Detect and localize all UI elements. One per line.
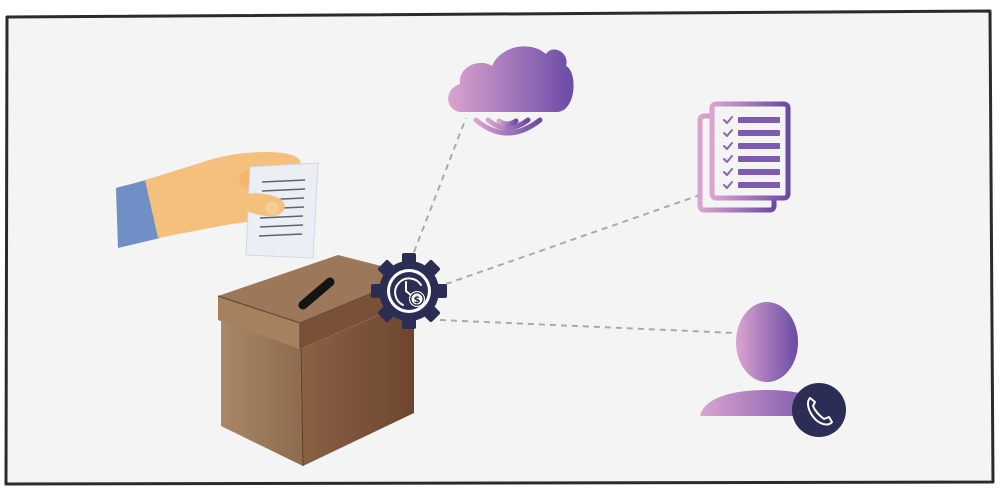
user-phone-icon	[700, 302, 846, 437]
connectors	[413, 117, 736, 334]
ballot-slot	[298, 277, 335, 310]
svg-text:$: $	[414, 295, 421, 306]
gear-clock-dollar-icon: $	[371, 253, 447, 329]
checklist-document-icon	[697, 101, 791, 213]
connector-cloud	[413, 117, 467, 253]
cloud-wifi-icon	[448, 46, 574, 136]
connector-documents	[445, 194, 701, 285]
hand-ballot-icon	[116, 152, 319, 259]
connector-person	[439, 319, 736, 334]
